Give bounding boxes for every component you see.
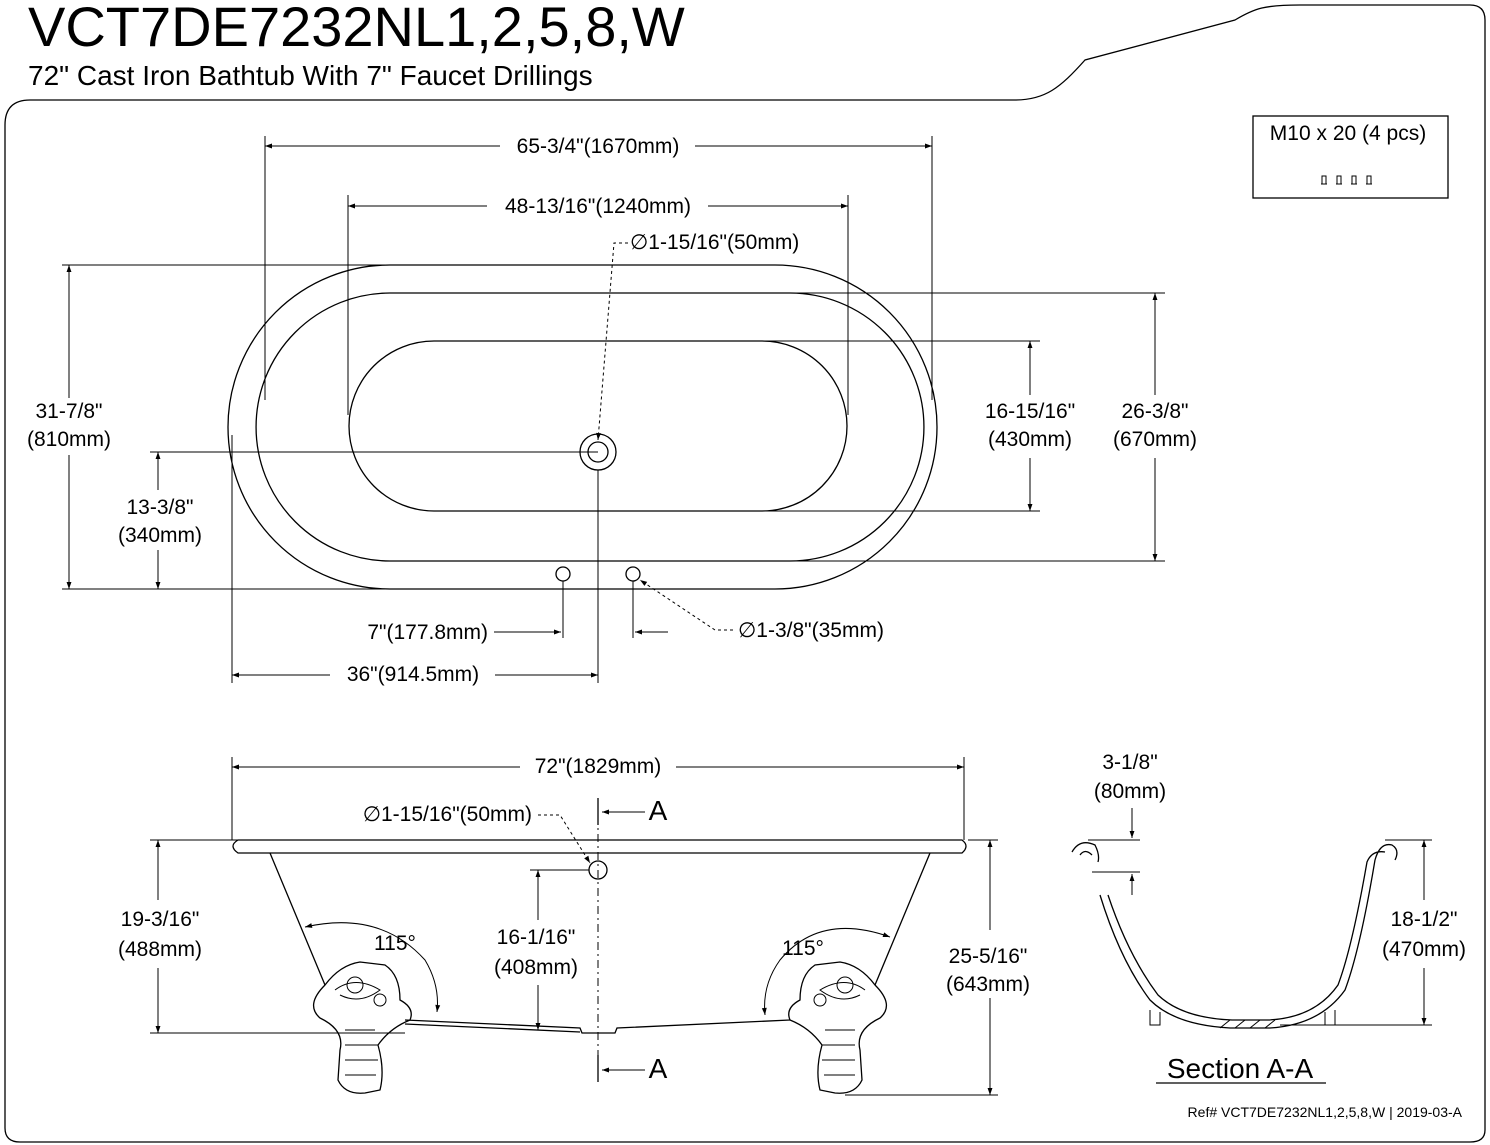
dim-rim-height-mm: (488mm) — [118, 938, 202, 961]
section-marker-top: A — [649, 795, 668, 826]
dim-section-depth-mm: (470mm) — [1382, 938, 1466, 961]
hardware-label: M10 x 20 (4 pcs) — [1270, 122, 1426, 145]
dim-inner-length-top: 48-13/16"(1240mm) — [505, 195, 691, 218]
dim-rim-thickness-in: 3-1/8" — [1102, 751, 1157, 774]
dim-overall-width-in: 31-7/8" — [36, 400, 103, 423]
dim-overflow-diameter: ∅1-15/16"(50mm) — [363, 803, 532, 826]
dim-total-height-mm: (643mm) — [946, 973, 1030, 996]
claw-foot-left-icon — [313, 961, 412, 1094]
dim-overall-width-mm: (810mm) — [27, 428, 111, 451]
dim-inner-width-in: 16-15/16" — [985, 400, 1075, 423]
dim-section-depth-in: 18-1/2" — [1391, 908, 1458, 931]
section-title: Section A-A — [1167, 1053, 1314, 1084]
tub-outline-side — [232, 839, 967, 1034]
dim-total-height-in: 25-5/16" — [949, 945, 1028, 968]
dim-angle-right: 115° — [782, 937, 824, 960]
dim-overflow-height-mm: (408mm) — [494, 956, 578, 979]
dim-drain-offset-in: 13-3/8" — [127, 496, 194, 519]
dim-overall-length-top: 65-3/4"(1670mm) — [517, 135, 680, 158]
section-view: 3-1/8" (80mm) 18-1/2" (470mm) Section A-… — [1071, 751, 1466, 1084]
top-extension-lines — [62, 136, 1165, 683]
dim-rim-height-in: 19-3/16" — [121, 908, 200, 931]
reference-number: Ref# VCT7DE7232NL1,2,5,8,W | 2019-03-A — [1188, 1104, 1463, 1120]
dim-rim-width-mm: (670mm) — [1113, 428, 1197, 451]
model-title: VCT7DE7232NL1,2,5,8,W — [28, 0, 685, 58]
side-view: A A 72"(1829mm) ∅1-15/16"(50mm) 19-3/16"… — [118, 755, 1030, 1096]
section-marker-bottom: A — [649, 1053, 668, 1084]
dim-rim-width-in: 26-3/8" — [1122, 400, 1189, 423]
faucet-hole-right — [625, 566, 641, 582]
dim-angle-left: 115° — [374, 932, 416, 955]
dim-drain-diameter-top: ∅1-15/16"(50mm) — [630, 231, 799, 254]
sheet-border — [4, 4, 1486, 1143]
bolt-icon — [1321, 175, 1372, 185]
tub-outline-top — [227, 264, 938, 590]
top-view: 65-3/4"(1670mm) 48-13/16"(1240mm) ∅1-15/… — [27, 135, 1197, 686]
claw-foot-right-icon — [788, 961, 887, 1094]
dim-overall-length-side: 72"(1829mm) — [535, 755, 662, 778]
section-outline — [1071, 842, 1398, 1029]
dim-overflow-height-in: 16-1/16" — [497, 926, 576, 949]
dim-faucet-spacing: 7"(177.8mm) — [367, 621, 488, 644]
dim-drain-offset-mm: (340mm) — [118, 524, 202, 547]
faucet-hole-left — [555, 566, 571, 582]
dim-drain-from-end: 36"(914.5mm) — [347, 663, 479, 686]
model-subtitle: 72" Cast Iron Bathtub With 7" Faucet Dri… — [28, 60, 593, 91]
hardware-box: M10 x 20 (4 pcs) — [1252, 115, 1449, 199]
dim-faucet-hole: ∅1-3/8"(35mm) — [738, 619, 884, 642]
dim-inner-width-mm: (430mm) — [988, 428, 1072, 451]
dim-rim-thickness-mm: (80mm) — [1094, 780, 1166, 803]
